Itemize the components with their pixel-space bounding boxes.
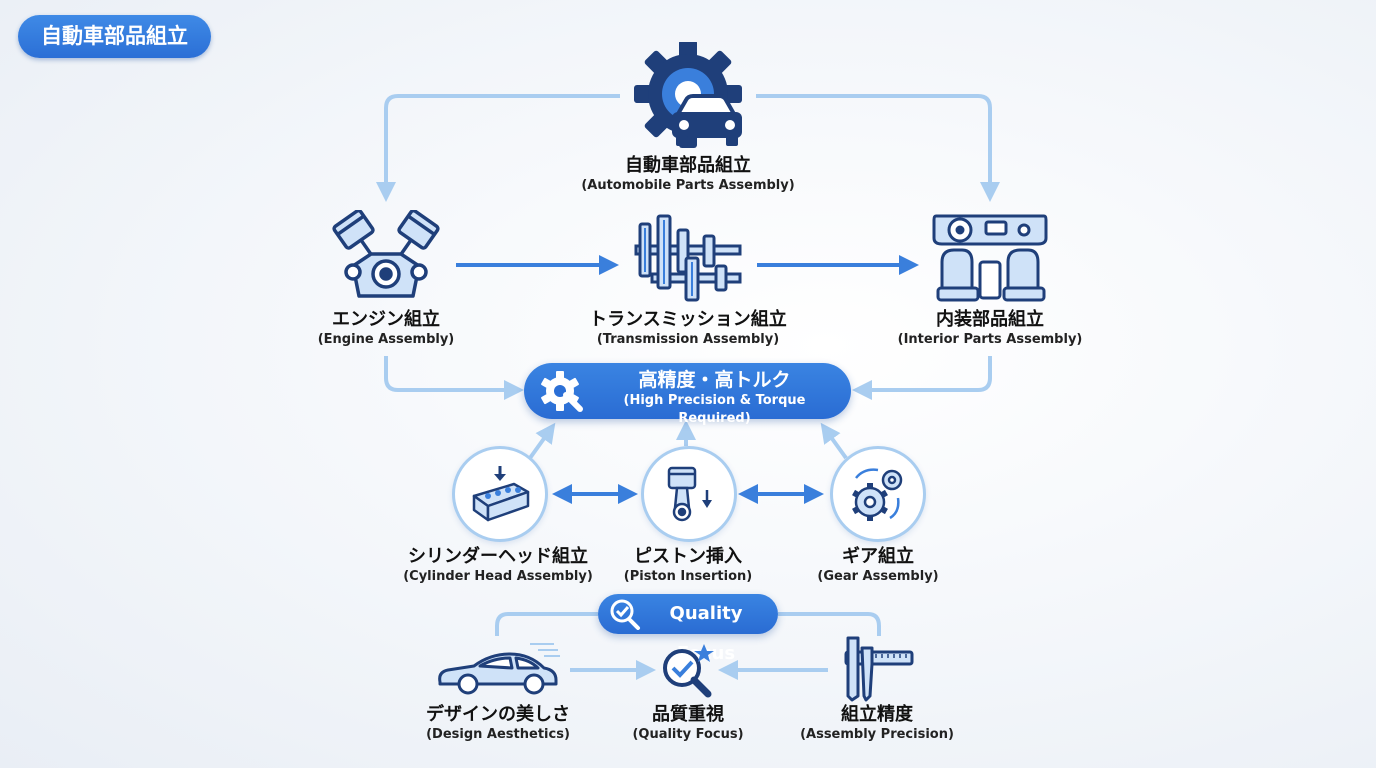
interior-en: (Interior Parts Assembly) xyxy=(897,332,1083,347)
precision-label: 組立精度 (Assembly Precision) xyxy=(794,704,960,744)
quality-pill: Quality Focus xyxy=(598,594,778,664)
quality-focus-jp: 品質重視 xyxy=(652,704,724,725)
quality-focus-en: (Quality Focus) xyxy=(632,727,744,742)
gear-node xyxy=(830,446,926,542)
piston-jp: ピストン挿入 xyxy=(634,546,742,567)
connector-quality-right xyxy=(778,612,881,636)
requirement-pill: 高精度・高トルク (High Precision & Torque Requir… xyxy=(524,363,851,426)
connector-top-interior xyxy=(756,94,1000,202)
top-node-jp: 自動車部品組立 xyxy=(625,155,751,176)
interior-jp: 内装部品組立 xyxy=(936,309,1044,330)
piston-node xyxy=(641,446,737,542)
precision-en: (Assembly Precision) xyxy=(800,727,954,742)
cylinder-head-en: (Cylinder Head Assembly) xyxy=(403,569,593,584)
engine-jp: エンジン組立 xyxy=(332,309,440,330)
interior-seats-icon xyxy=(932,214,1048,302)
top-node-label: 自動車部品組立 (Automobile Parts Assembly) xyxy=(560,155,816,195)
engine-label: エンジン組立 (Engine Assembly) xyxy=(296,309,476,349)
connector-gear-requirement xyxy=(820,422,848,460)
car-side-icon xyxy=(438,643,560,695)
transmission-en: (Transmission Assembly) xyxy=(596,332,780,347)
connector-interior-requirement xyxy=(852,356,992,400)
connector-quality-left xyxy=(495,612,598,636)
interior-label: 内装部品組立 (Interior Parts Assembly) xyxy=(890,309,1090,349)
engine-en: (Engine Assembly) xyxy=(317,332,455,347)
transmission-label: トランスミッション組立 (Transmission Assembly) xyxy=(568,309,808,349)
requirement-en: (High Precision & Torque Required) xyxy=(623,393,806,426)
cylinder-head-label: シリンダーヘッド組立 (Cylinder Head Assembly) xyxy=(398,546,598,586)
connector-cylinder-requirement xyxy=(528,422,556,460)
design-en: (Design Aesthetics) xyxy=(426,727,570,742)
engine-icon xyxy=(332,210,440,298)
quality-magnifier-icon xyxy=(663,644,714,698)
design-jp: デザインの美しさ xyxy=(426,704,570,725)
cylinder-head-icon xyxy=(472,466,530,522)
gear-car-icon xyxy=(634,42,742,148)
gear-en: (Gear Assembly) xyxy=(817,569,939,584)
gears-icon xyxy=(852,468,903,521)
requirement-jp: 高精度・高トルク xyxy=(638,369,791,391)
piston-icon xyxy=(667,466,712,522)
design-label: デザインの美しさ (Design Aesthetics) xyxy=(408,704,588,744)
piston-label: ピストン挿入 (Piston Insertion) xyxy=(598,546,778,586)
gear-jp: ギア組立 xyxy=(842,546,914,567)
connector-top-engine xyxy=(376,94,620,202)
title-badge: 自動車部品組立 xyxy=(18,15,211,58)
piston-en: (Piston Insertion) xyxy=(623,569,753,584)
transmission-jp: トランスミッション組立 xyxy=(589,309,787,330)
caliper-icon xyxy=(844,636,914,702)
gear-label: ギア組立 (Gear Assembly) xyxy=(796,546,960,586)
cylinder-head-jp: シリンダーヘッド組立 xyxy=(408,546,588,567)
transmission-icon xyxy=(634,214,742,302)
cylinder-head-node xyxy=(452,446,548,542)
precision-jp: 組立精度 xyxy=(841,704,913,725)
magnifier-check-icon xyxy=(610,599,640,630)
quality-focus-label: 品質重視 (Quality Focus) xyxy=(608,704,768,744)
top-node-en: (Automobile Parts Assembly) xyxy=(581,178,795,193)
gear-wrench-icon xyxy=(541,371,583,412)
connector-engine-requirement xyxy=(384,356,524,400)
